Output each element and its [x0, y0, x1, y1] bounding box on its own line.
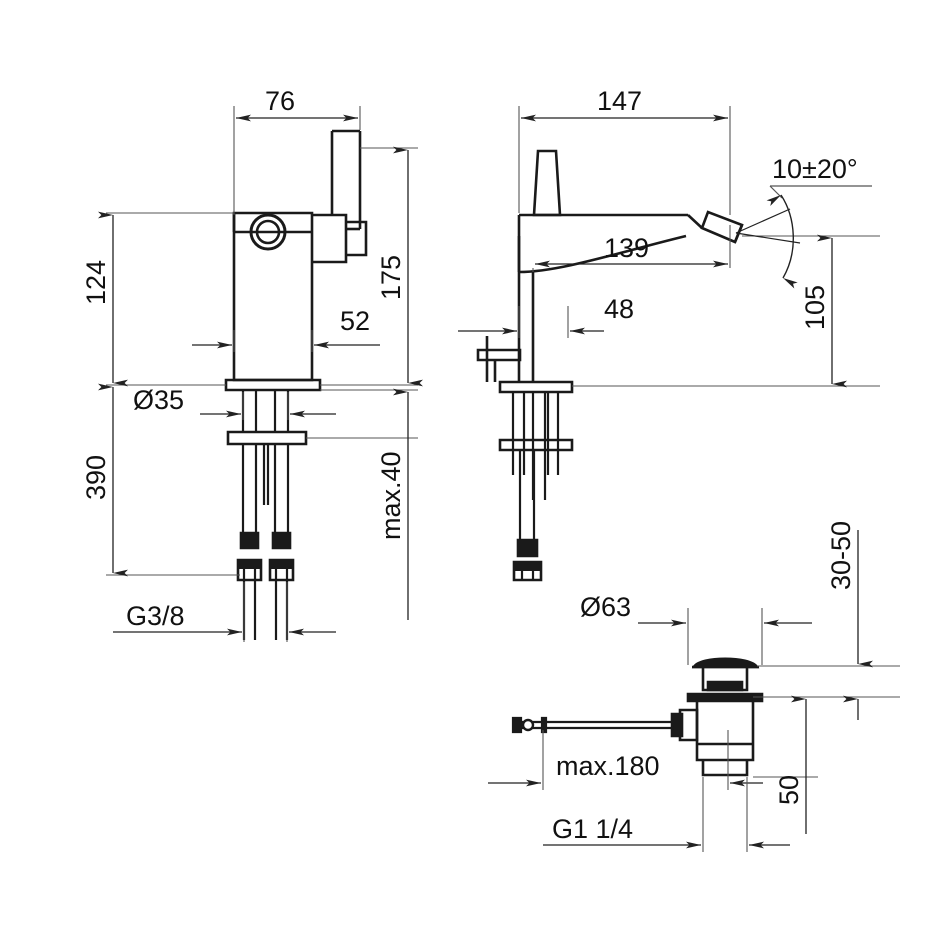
- view-popup-waste: Ø63 30-50 50 max.180: [488, 521, 900, 852]
- dimension-175: 175: [320, 146, 423, 387]
- dimension-105: 105: [572, 234, 880, 388]
- dimension-50: 50: [753, 695, 818, 834]
- view-front-right: 147 139 48 105: [458, 86, 880, 582]
- dimension-max-40: max.40: [306, 388, 418, 620]
- hose-assembly-front: [498, 392, 574, 582]
- dimension-max-40-label: max.40: [376, 451, 406, 540]
- view-side-left: 76 175 124 52: [81, 86, 423, 642]
- dimension-diameter-63-label: Ø63: [580, 592, 631, 622]
- dimension-52-label: 52: [340, 306, 370, 336]
- hose-crimp-bands-front: [515, 541, 542, 571]
- hose-crimp-bands: [239, 534, 293, 569]
- dimension-max-180: max.180: [488, 730, 763, 790]
- dimension-diameter-35: Ø35: [133, 385, 336, 420]
- dimension-g38-label: G3/8: [126, 601, 185, 631]
- dimension-g114-label: G1 1/4: [552, 814, 633, 844]
- mixer-body-front: [476, 149, 744, 382]
- dimension-g114: G1 1/4: [543, 777, 790, 852]
- dimension-diameter-63: Ø63: [580, 592, 812, 665]
- dimension-76-label: 76: [265, 86, 295, 116]
- dimension-angle-swivel: 10±20°: [735, 154, 872, 289]
- dimension-147-label: 147: [597, 86, 642, 116]
- dimension-124-label: 124: [81, 260, 111, 305]
- dimension-52: 52: [192, 306, 380, 352]
- cartridge-nut-circle: [249, 213, 287, 251]
- dimension-390: 390: [81, 383, 240, 577]
- dimension-390-label: 390: [81, 455, 111, 500]
- dimension-48-label: 48: [604, 294, 634, 324]
- escutcheon-plate-front: [498, 380, 574, 394]
- dimension-diameter-35-label: Ø35: [133, 385, 184, 415]
- mixer-body-side: [224, 129, 368, 392]
- dimension-50-label: 50: [774, 775, 804, 805]
- dimension-139: 139: [532, 225, 731, 272]
- dimension-124: 124: [81, 211, 234, 387]
- dimension-max-180-label: max.180: [556, 751, 660, 781]
- dimension-30-50: 30-50: [757, 521, 900, 720]
- popup-waste-body: [670, 657, 764, 777]
- dimension-105-label: 105: [800, 285, 830, 330]
- dimension-76: 76: [233, 86, 361, 215]
- lift-rod-linkage: [511, 716, 675, 734]
- dimension-147: 147: [518, 86, 731, 215]
- dimension-angle-label: 10±20°: [772, 154, 858, 184]
- dimension-175-label: 175: [376, 255, 406, 300]
- dimension-139-label: 139: [604, 233, 649, 263]
- dimension-g38: G3/8: [113, 582, 336, 642]
- dimension-30-50-label: 30-50: [826, 521, 856, 590]
- dimension-48: 48: [458, 294, 634, 338]
